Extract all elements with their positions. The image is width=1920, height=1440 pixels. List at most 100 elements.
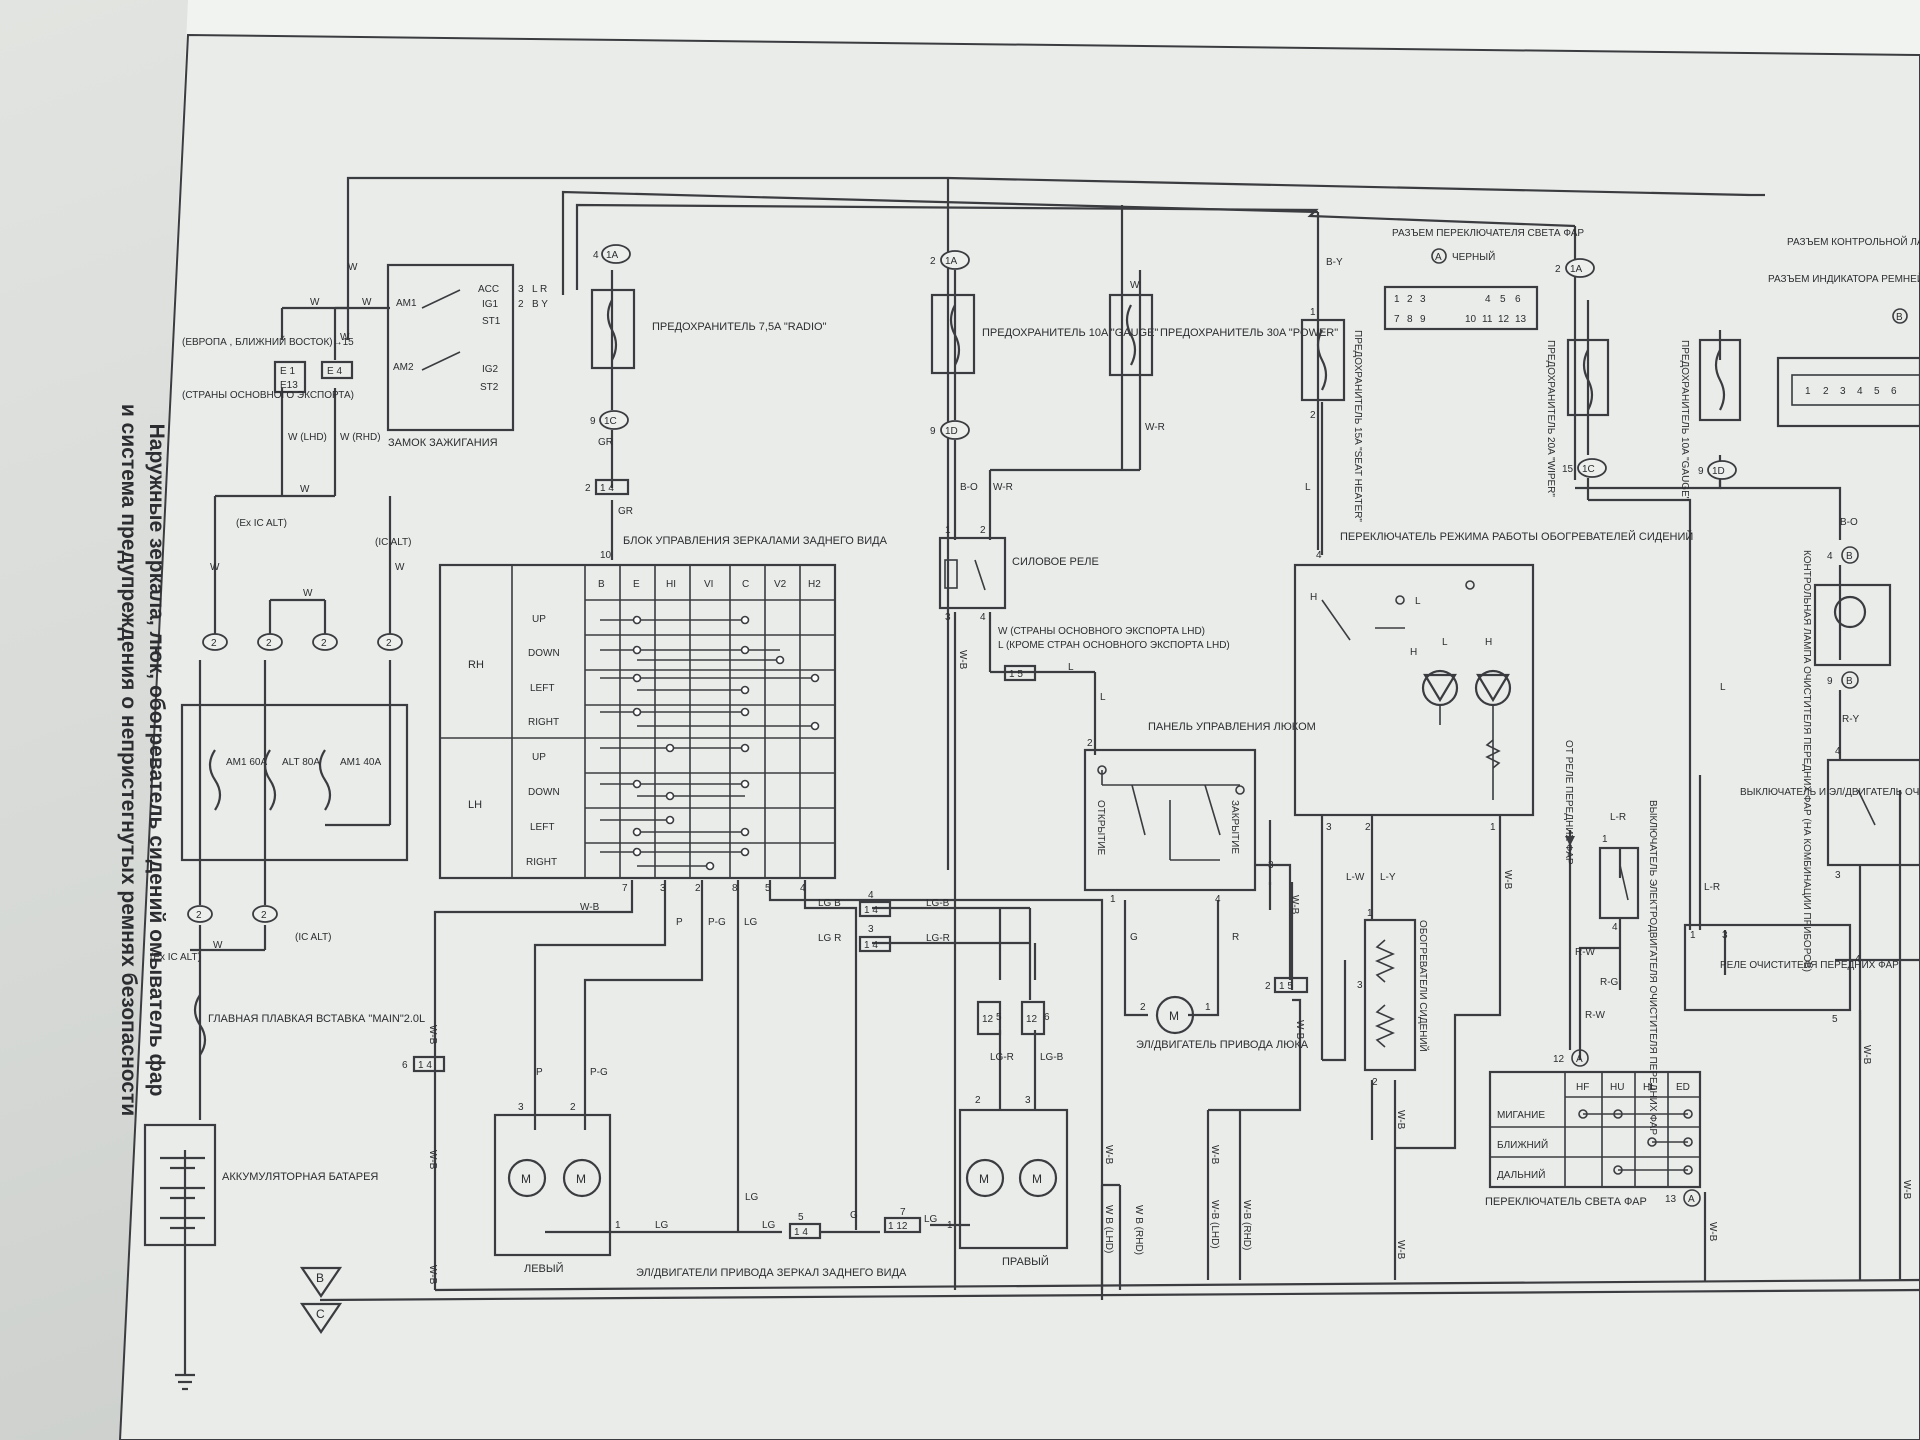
svg-text:L R: L R <box>532 284 547 295</box>
svg-text:ПРЕДОХРАНИТЕЛЬ 30A "POWER": ПРЕДОХРАНИТЕЛЬ 30A "POWER" <box>1160 327 1338 339</box>
main-fuse: ГЛАВНАЯ ПЛАВКАЯ ВСТАВКА "MAIN"2.0L <box>193 994 425 1056</box>
right-side-components: РАЗЪЕМ КОНТРОЛЬНОЙ ЛАМП ПЕРЕДНИХ ФАР (КО… <box>1563 235 1920 1200</box>
svg-text:2: 2 <box>570 1102 576 1113</box>
svg-text:Наружные зеркала, люк, обогрев: Наружные зеркала, люк, обогреватель сиде… <box>145 424 168 1097</box>
svg-text:6: 6 <box>1891 386 1897 397</box>
svg-text:2: 2 <box>1087 738 1093 749</box>
svg-text:ПРЕДОХРАНИТЕЛЬ 20A "WIPER": ПРЕДОХРАНИТЕЛЬ 20A "WIPER" <box>1545 340 1556 497</box>
svg-text:9: 9 <box>1698 466 1704 477</box>
svg-text:GR: GR <box>618 506 633 517</box>
svg-text:C: C <box>316 1307 325 1321</box>
svg-text:5: 5 <box>996 1012 1002 1023</box>
svg-text:9: 9 <box>1827 676 1833 687</box>
seat-heater-switch: ПЕРЕКЛЮЧАТЕЛЬ РЕЖИМА РАБОТЫ ОБОГРЕВАТЕЛЕ… <box>1293 482 1693 1260</box>
svg-text:M: M <box>576 1172 586 1186</box>
svg-text:1 5: 1 5 <box>1009 669 1023 680</box>
svg-text:P-G: P-G <box>590 1067 608 1078</box>
svg-text:ПЕРЕКЛЮЧАТЕЛЬ СВЕТА ФАР: ПЕРЕКЛЮЧАТЕЛЬ СВЕТА ФАР <box>1485 1196 1647 1208</box>
svg-text:W B (LHD): W B (LHD) <box>1103 1205 1114 1253</box>
svg-text:W-B: W-B <box>427 1265 438 1285</box>
svg-text:3: 3 <box>1840 386 1846 397</box>
svg-text:5: 5 <box>1874 386 1880 397</box>
fuse-gauge-2: ПРЕДОХРАНИТЕЛЬ 10A "GAUGE" 1D9 <box>1679 338 1742 501</box>
fusible-link-1: AM1 60A <box>226 757 267 768</box>
svg-text:РАЗЪЕМ ПЕРЕКЛЮЧАТЕЛЯ СВЕТА ФАР: РАЗЪЕМ ПЕРЕКЛЮЧАТЕЛЯ СВЕТА ФАР <box>1392 228 1584 239</box>
svg-text:ОТ РЕЛЕ ПЕРЕДНИХ ФАР: ОТ РЕЛЕ ПЕРЕДНИХ ФАР <box>1563 740 1574 865</box>
svg-text:W (RHD): W (RHD) <box>340 432 381 443</box>
svg-text:R-W: R-W <box>1575 947 1596 958</box>
svg-text:2: 2 <box>1265 981 1271 992</box>
svg-text:L-R: L-R <box>1704 882 1720 893</box>
svg-text:1 5: 1 5 <box>1279 981 1293 992</box>
svg-text:8: 8 <box>1407 314 1413 325</box>
svg-text:W: W <box>213 940 223 951</box>
svg-text:4: 4 <box>1485 294 1491 305</box>
svg-text:W-B: W-B <box>427 1025 438 1045</box>
svg-text:LEFT: LEFT <box>530 683 554 694</box>
battery-label: АККУМУЛЯТОРНАЯ БАТАРЕЯ <box>222 1171 378 1183</box>
svg-text:M: M <box>521 1172 531 1186</box>
svg-text:3: 3 <box>518 1102 524 1113</box>
svg-text:W-B: W-B <box>957 650 968 670</box>
svg-text:M: M <box>1169 1009 1179 1023</box>
svg-text:W-B: W-B <box>1901 1180 1912 1200</box>
svg-text:1: 1 <box>1602 834 1608 845</box>
svg-text:МИГАНИЕ: МИГАНИЕ <box>1497 1110 1545 1121</box>
svg-text:W: W <box>310 297 320 308</box>
svg-text:1: 1 <box>1690 930 1696 941</box>
svg-text:СИЛОВОЕ РЕЛЕ: СИЛОВОЕ РЕЛЕ <box>1012 556 1099 568</box>
svg-text:4: 4 <box>1827 551 1833 562</box>
svg-text:ОТКРЫТИЕ: ОТКРЫТИЕ <box>1095 800 1106 856</box>
svg-text:12: 12 <box>982 1014 994 1025</box>
svg-text:2: 2 <box>1555 264 1561 275</box>
svg-text:5: 5 <box>798 1212 804 1223</box>
mirror-wire-labels: W-B P P-G LG LG B LG R LG-B LG-R 1 44 1 … <box>402 890 1064 1285</box>
svg-text:2: 2 <box>930 256 936 267</box>
svg-text:РАЗЪЕМ ИНДИКАТОРА РЕМНЕЙ БЕЗОП: РАЗЪЕМ ИНДИКАТОРА РЕМНЕЙ БЕЗОПАСНОСТИ (К… <box>1768 272 1920 285</box>
svg-text:V2: V2 <box>774 579 787 590</box>
svg-text:W-B: W-B <box>1502 870 1513 890</box>
svg-text:R-W: R-W <box>1585 1010 1606 1021</box>
fusible-link-2: ALT 80A <box>282 757 320 768</box>
svg-text:5: 5 <box>765 883 771 894</box>
svg-text:1D: 1D <box>945 426 958 437</box>
svg-text:13: 13 <box>1515 314 1527 325</box>
mirror-motors-caption: ЭЛ/ДВИГАТЕЛИ ПРИВОДА ЗЕРКАЛ ЗАДНЕГО ВИДА <box>636 1267 907 1279</box>
svg-text:B Y: B Y <box>532 299 548 310</box>
svg-text:L-W: L-W <box>1346 872 1365 883</box>
svg-text:UP: UP <box>532 752 546 763</box>
svg-text:B-O: B-O <box>960 482 978 493</box>
svg-text:1A: 1A <box>1570 264 1583 275</box>
svg-text:2: 2 <box>321 638 327 649</box>
svg-text:11: 11 <box>1482 314 1493 325</box>
svg-text:1 4: 1 4 <box>794 1227 808 1238</box>
svg-text:7: 7 <box>622 883 628 894</box>
svg-text:L: L <box>1720 682 1726 693</box>
svg-text:W-B (LHD): W-B (LHD) <box>1209 1200 1220 1249</box>
svg-text:2: 2 <box>386 638 392 649</box>
svg-text:ПРЕДОХРАНИТЕЛЬ 10A "GAUGE": ПРЕДОХРАНИТЕЛЬ 10A "GAUGE" <box>982 327 1158 339</box>
mirror-control-block: БЛОК УПРАВЛЕНИЯ ЗЕРКАЛАМИ ЗАДНЕГО ВИДА 1… <box>438 535 888 894</box>
svg-text:3: 3 <box>660 883 666 894</box>
svg-text:4: 4 <box>1855 954 1861 965</box>
svg-text:ЭЛ/ДВИГАТЕЛЬ ПРИВОДА ЛЮКА: ЭЛ/ДВИГАТЕЛЬ ПРИВОДА ЛЮКА <box>1136 1039 1309 1051</box>
svg-text:3: 3 <box>1420 294 1426 305</box>
svg-text:ПРАВЫЙ: ПРАВЫЙ <box>1002 1255 1049 1268</box>
fuse-power: ПРЕДОХРАНИТЕЛЬ 30A "POWER" W W-R <box>1108 280 1338 433</box>
svg-text:ST2: ST2 <box>480 382 499 393</box>
svg-text:RIGHT: RIGHT <box>526 857 557 868</box>
svg-text:ПРЕДОХРАНИТЕЛЬ 7,5A "RADIO": ПРЕДОХРАНИТЕЛЬ 7,5A "RADIO" <box>652 321 827 333</box>
svg-text:H: H <box>1410 647 1417 658</box>
svg-text:A: A <box>1435 252 1442 263</box>
svg-text:H: H <box>1485 637 1492 648</box>
svg-text:БЛИЖНИЙ: БЛИЖНИЙ <box>1497 1138 1548 1151</box>
svg-text:W: W <box>362 297 372 308</box>
svg-text:1: 1 <box>615 1220 621 1231</box>
svg-text:LG B: LG B <box>818 898 841 909</box>
svg-text:LG: LG <box>745 1192 759 1203</box>
svg-text:15: 15 <box>1562 464 1574 475</box>
svg-text:(Ex IC ALT): (Ex IC ALT) <box>236 518 287 529</box>
